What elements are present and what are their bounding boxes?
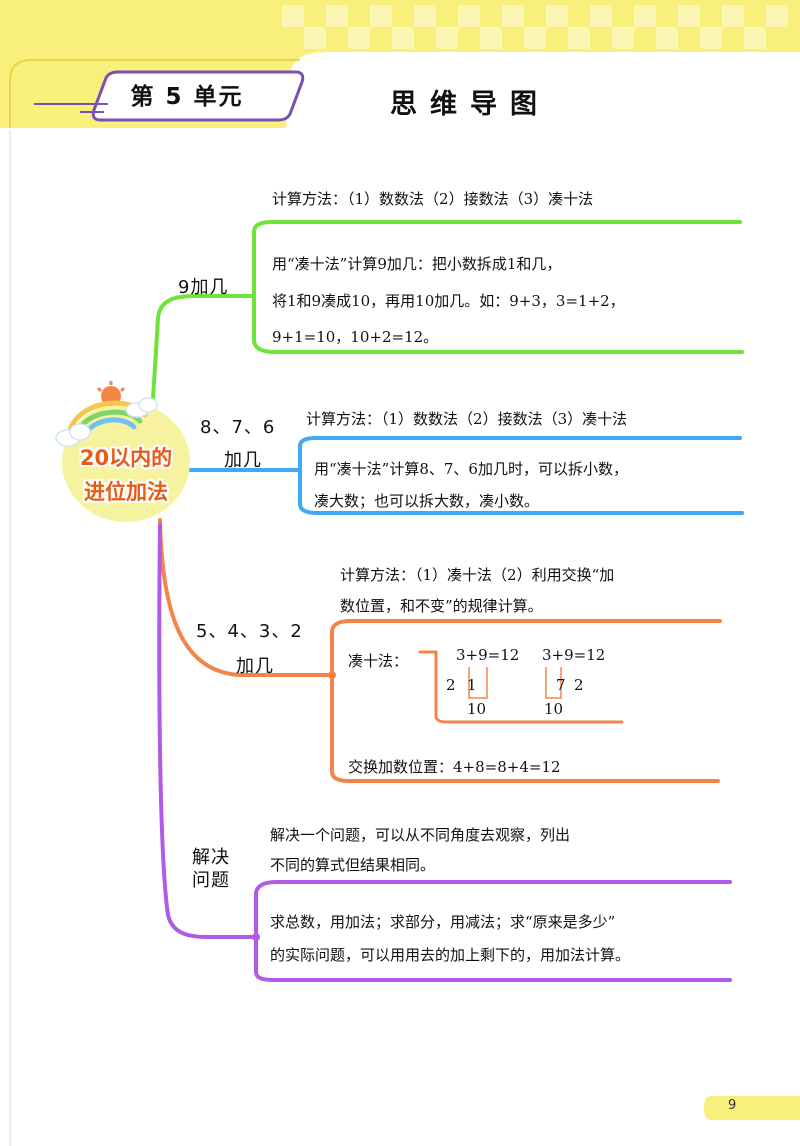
branch-problem-lines — [157, 523, 732, 982]
page-title: 思维导图 — [390, 89, 550, 120]
branch-876-detail-1: 用“凑十法”计算8、7、6加几时，可以拆小数， — [314, 460, 628, 478]
example1-equation: 3+9=12 — [456, 646, 520, 664]
branch-nine-detail-2: 将1和9凑成10，再用10加几。如：9+3，3=1+2， — [272, 292, 625, 310]
branch-876-detail-2: 凑大数；也可以拆大数，凑小数。 — [314, 492, 540, 510]
branch-876-label-line2: 加几 — [224, 450, 262, 471]
example1-split-left: 2 — [446, 676, 456, 694]
example1-split-right: 1 — [467, 676, 477, 694]
branch-876-method: 计算方法：（1）数数法（2）接数法（3）凑十法 — [306, 410, 628, 428]
branch-5432-label-line2: 加几 — [236, 656, 274, 677]
branch-problem-node — [252, 933, 260, 941]
branch-5432-method-2: 数位置，和不变”的规律计算。 — [340, 597, 543, 615]
branch-5432-label-line1: 5、4、3、2 — [196, 621, 303, 642]
unit-label: 第 5 单元 — [130, 84, 244, 110]
branch-5432-lines — [158, 518, 722, 783]
example1-sum: 10 — [467, 700, 487, 718]
example2-split-left: 7 — [556, 676, 566, 694]
branch-nine-method: 计算方法：（1）数数法（2）接数法（3）凑十法 — [272, 190, 594, 208]
cloud-icon-right — [125, 397, 158, 418]
branch-876-label-line1: 8、7、6 — [200, 417, 276, 438]
branch-nine-lines — [150, 220, 744, 417]
branch-problem-detail-1: 求总数，用加法；求部分，用减法；求“原来是多少” — [270, 913, 616, 931]
branch-nine-detail-1: 用“凑十法”计算9加几：把小数拆成1和几， — [272, 255, 562, 273]
branch-problem-label-line1: 解决 — [192, 847, 230, 868]
page-number: 9 — [728, 1098, 737, 1113]
split-bracket-1 — [468, 667, 488, 699]
branch-nine-label: 9加几 — [178, 277, 229, 298]
center-title-line1: 20以内的 — [79, 446, 173, 470]
header-banner — [0, 0, 800, 128]
cloud-icon-left — [55, 423, 91, 447]
swap-rule: 交换加数位置：4+8=8+4=12 — [348, 758, 561, 776]
branch-problem-label-line2: 问题 — [192, 870, 230, 891]
example2-split-right: 2 — [574, 676, 584, 694]
example2-sum: 10 — [544, 700, 564, 718]
branch-problem-detail-2: 的实际问题，可以用用去的加上剩下的，用加法计算。 — [270, 946, 631, 964]
branch-5432-method-1: 计算方法：（1）凑十法（2）利用交换“加 — [340, 566, 615, 584]
branch-problem-intro-2: 不同的算式但结果相同。 — [270, 856, 436, 874]
branch-problem-intro-1: 解决一个问题，可以从不同角度去观察，列出 — [270, 826, 571, 844]
make-ten-label: 凑十法： — [348, 652, 409, 670]
branch-nine-detail-3: 9+1=10，10+2=12。 — [272, 328, 439, 346]
center-title-line2: 进位加法 — [84, 480, 168, 504]
split-bracket-2 — [545, 667, 562, 699]
page-number-tab — [704, 1096, 800, 1120]
branch-876-lines — [184, 436, 744, 515]
branch-5432-node — [328, 671, 336, 679]
center-bubble — [55, 381, 190, 522]
example2-equation: 3+9=12 — [542, 646, 606, 664]
